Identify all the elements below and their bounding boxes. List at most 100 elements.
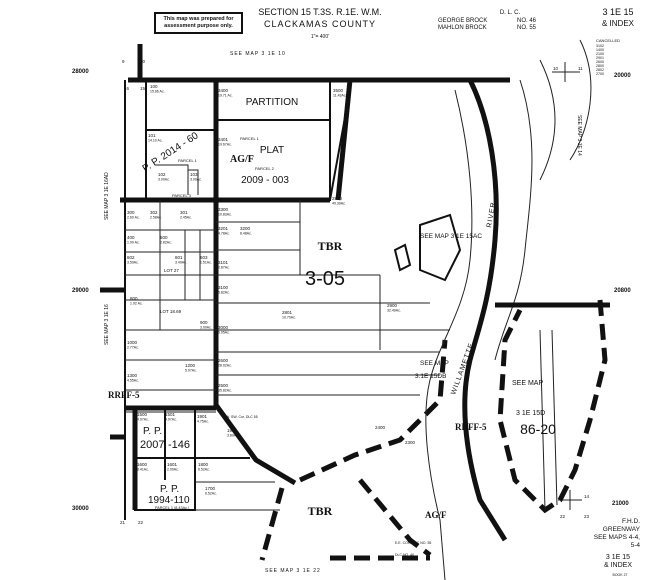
cancelled-item: 2802 [596,68,604,72]
parcel-number: 1600 [137,462,148,467]
greenway-label: GREENWAY [603,526,641,533]
parcel-number: 300 [127,210,135,215]
parcel-number: 3101 [218,260,229,265]
parcel-number: 1601 [167,462,178,467]
parcel-acreage: 6.52Ac. [198,468,210,472]
dlc-name: MAHLON BROCK [438,25,487,31]
parcel-number: 2400 [375,425,386,430]
parcel-acreage: 4.55Ac. [127,379,139,383]
note-label: E.E. COR. DLC NO. 55 [395,541,431,545]
parcel-acreage: 2.00Ac. [167,468,179,472]
note-label: W. SW. Cor. DLC 55 [226,415,258,419]
dlc-no: NO. 55 [517,25,537,31]
parcel-number: 3200 [240,226,251,231]
map-index: & INDEX [602,19,635,28]
parcel-number: 2600 [218,358,229,363]
parcel-number: 1901 [197,414,208,419]
plat-label: P. P. [143,426,162,437]
section-corner-cross [552,62,582,510]
parcel-number: 2800 [332,196,343,201]
parcel-number: 1501 [165,412,176,417]
parcel-number: 603 [200,255,208,260]
parcel-label: PARCEL 1 (8.43Ac.) [155,506,190,510]
lot-label: LOT 27 [164,268,179,273]
cancelled-item: 2100 [596,52,604,56]
grid-left: 29000 [72,288,89,294]
parcel-number: 400 [127,235,135,240]
footer-map-number: 3 1E 15 [606,554,630,561]
zone-label: AG/F [425,510,447,520]
parcel-number: 102 [158,172,166,177]
see-map-15db: SEE MAP [420,360,449,367]
lot-label: LOT 18.69 [160,309,182,314]
footer-index: & INDEX [604,562,632,569]
parcel-number: 3401 [218,137,229,142]
parcel-acreage: 10.70Ac. [282,316,296,320]
parcel-number: 101 [148,133,156,138]
parcel-acreage: 2.87Ac. [218,266,230,270]
plat-label: 1994-110 [148,495,190,506]
section-corner-numbers: 9 10 16 15 10 11 21 22 23 22 14 [120,59,590,525]
grid-left: 28000 [72,69,89,75]
parcel-lines [100,44,510,561]
parcel-number: 1900 [227,428,238,433]
cancelled-item: 1400 [596,48,604,52]
map-number: 3 1E 15 [602,7,633,17]
corner-number: 9 [122,59,125,64]
parcel-number: 601 [175,255,183,260]
greenway-see-maps: SEE MAPS 4-4, [594,534,640,541]
corner-number: 14 [584,494,590,499]
parcel-label: PARCEL 1 [178,158,198,163]
dlc-name: GEORGE BROCK [438,18,487,24]
parcel-number: 1200 [185,363,196,368]
parcel-acreage: 35.82Ac. [218,389,232,393]
parcel-number: 3300 [218,207,229,212]
corner-number: 11 [578,66,583,71]
parcel-acreage: 3.00Ac. [200,326,212,330]
parcel-number: 3500 [333,88,344,93]
parcel-acreage: 3.59Ac. [127,261,139,265]
parcel-acreage: 49.39Ac. [332,202,346,206]
cancelled-item: 2600 [596,60,604,64]
parcel-acreage: 14.10 Ac. [148,139,163,143]
dlc-no: NO. 46 [517,18,537,24]
cancelled-item: 2901 [596,56,604,60]
grid-right: 20000 [614,73,631,79]
parcel-acreage: 4.97Ac. [165,418,177,422]
see-map-bottom: SEE MAP 3 1E 22 [265,568,321,574]
zone-label: TBR [308,504,333,518]
parcel-number: 3000 [218,325,229,330]
parcel-number: 3201 [218,226,229,231]
corner-number: 22 [560,514,566,519]
disclaimer-box: This map was prepared for assessment pur… [154,12,243,34]
parcel-acreage: 4.97Ac. [137,418,149,422]
parcel-number: 1300 [127,373,138,378]
grid-labels: 28000 29000 30000 20000 20800 21000 [72,69,631,512]
parcel-number: 900 [200,320,208,325]
corner-number: 16 [124,86,130,91]
parcel-number: 302 [150,210,158,215]
parcel-acreage: 3.49Ac. [175,261,187,265]
parcel-acreage: 4.75Ac. [197,420,209,424]
zone-label: PLAT [260,145,284,156]
parcel-number: 301 [180,210,188,215]
parcel-number: 2801 [282,310,293,315]
cancelled-list: 3102 1400 2100 2901 2600 2800 2802 2700 [596,44,604,76]
parcel-acreage: 5.07Ac. [185,369,197,373]
parcel-acreage: 10.83Ac. [218,213,232,217]
corner-number: 10 [553,66,559,71]
parcel-label: PARCEL 3 [172,193,192,198]
plat-label: 2007 [140,439,164,451]
corner-number: 15 [140,86,146,91]
parcel-acreage: 3.00Ac. [190,178,202,182]
see-map-left: SEE MAP 3 1E 16 [104,304,110,345]
parcel-number: 1500 [137,412,148,417]
zone-label: RRFF-5 [108,390,140,400]
parcel-acreage: 2.45Ac. [180,216,192,220]
book-label: BOOK 27 [613,573,628,577]
parcel-acreage: 11.43Ac. [333,94,347,98]
parcel-number: 3400 [218,88,229,93]
parcel-number: 2900 [387,303,398,308]
parcel-acreage: 4.78Ac. [218,232,230,236]
